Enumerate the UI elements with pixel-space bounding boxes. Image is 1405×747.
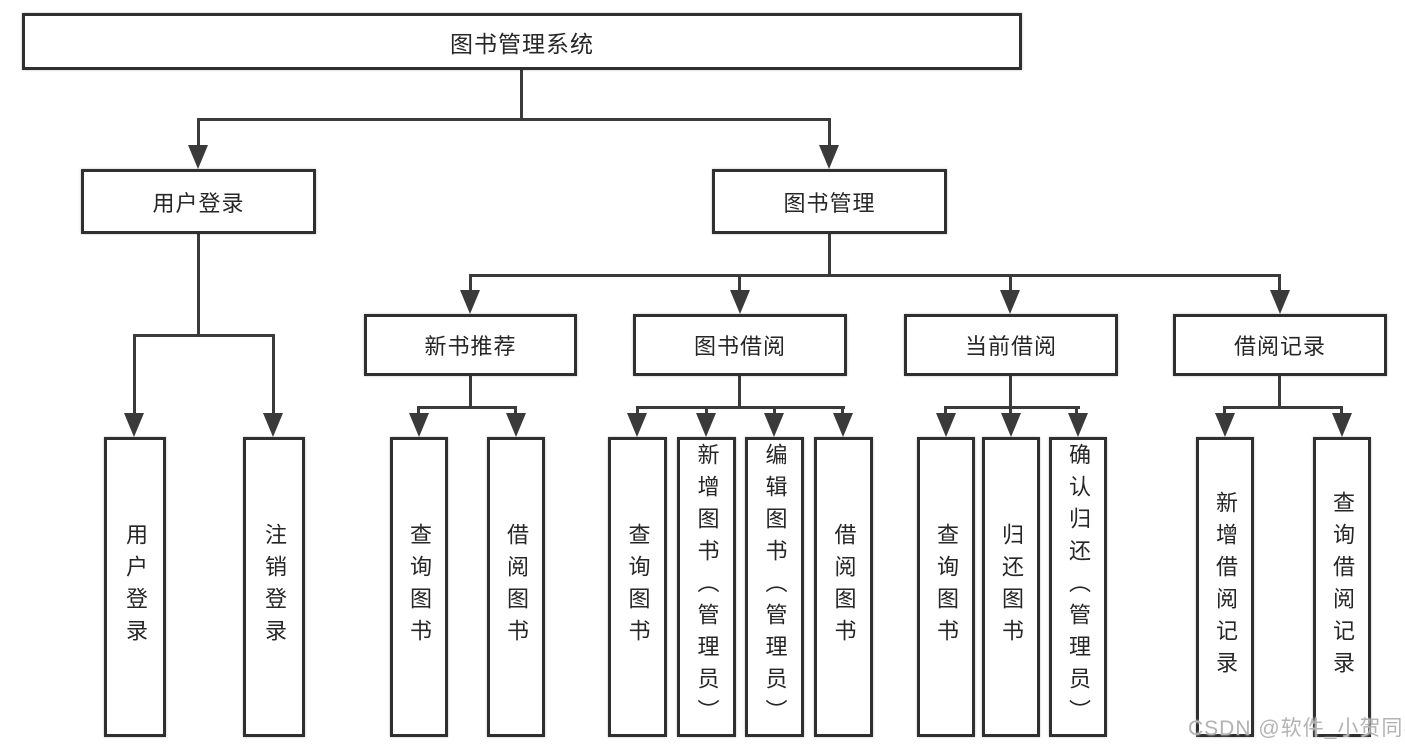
leaf-confirm-return-admin: 确认归还（管理员） <box>1049 437 1107 737</box>
node-user-login: 用户登录 <box>81 169 316 234</box>
node-book-borrowing: 图书借阅 <box>633 314 847 376</box>
connector-line <box>469 274 1281 277</box>
arrow-down-icon <box>1332 413 1352 437</box>
arrow-down-icon <box>188 145 208 169</box>
connector-line <box>1278 274 1281 296</box>
node-new-book-recommend: 新书推荐 <box>364 314 577 376</box>
connector-line <box>133 334 136 418</box>
arrow-down-icon <box>263 413 283 437</box>
connector-line <box>1340 406 1343 418</box>
leaf-edit-books-admin: 编辑图书（管理员） <box>745 437 804 737</box>
node-borrowing-records: 借阅记录 <box>1173 314 1387 376</box>
connector-line <box>1075 406 1078 418</box>
arrow-down-icon <box>730 290 750 314</box>
leaf-logout: 注销登录 <box>243 437 305 737</box>
arrow-down-icon <box>833 413 853 437</box>
connector-line <box>417 406 517 409</box>
connector-line <box>514 406 517 418</box>
arrow-down-icon <box>506 413 526 437</box>
leaf-return-books: 归还图书 <box>982 437 1040 737</box>
connector-line <box>773 406 776 418</box>
arrow-down-icon <box>696 413 716 437</box>
arrow-down-icon <box>936 413 956 437</box>
connector-line <box>469 274 472 296</box>
arrow-down-icon <box>1270 290 1290 314</box>
connector-line <box>1009 274 1012 296</box>
connector-line <box>636 406 639 418</box>
leaf-user-login: 用户登录 <box>104 437 166 737</box>
connector-line <box>417 406 420 418</box>
leaf-add-borrow-record: 新增借阅记录 <box>1196 437 1254 737</box>
connector-line <box>944 406 1080 409</box>
node-library-management-system: 图书管理系统 <box>22 13 1022 70</box>
leaf-search-books-recommend: 查询图书 <box>390 437 448 737</box>
connector-line <box>1278 375 1281 409</box>
arrow-down-icon <box>764 413 784 437</box>
connector-line <box>828 233 831 277</box>
connector-line <box>272 334 275 418</box>
leaf-add-books-admin: 新增图书（管理员） <box>677 437 736 737</box>
arrow-down-icon <box>627 413 647 437</box>
connector-line <box>705 406 708 418</box>
arrow-down-icon <box>1215 413 1235 437</box>
connector-line <box>828 118 831 151</box>
connector-line <box>1223 406 1226 418</box>
connector-line <box>738 274 741 296</box>
connector-line <box>944 406 947 418</box>
connector-line <box>738 375 741 409</box>
node-book-management: 图书管理 <box>712 169 947 234</box>
leaf-borrow-books-recommend: 借阅图书 <box>487 437 545 737</box>
connector-line <box>133 334 275 337</box>
arrow-down-icon <box>460 290 480 314</box>
connector-line <box>520 69 523 119</box>
connector-line <box>1009 375 1012 409</box>
csdn-watermark: CSDN @软件_小贺同学 <box>1188 717 1405 740</box>
connector-line <box>197 118 831 121</box>
arrow-down-icon <box>1000 290 1020 314</box>
connector-line <box>1009 406 1012 418</box>
node-current-borrowing: 当前借阅 <box>904 314 1118 376</box>
leaf-search-borrow-record: 查询借阅记录 <box>1313 437 1371 737</box>
leaf-search-books-current: 查询图书 <box>917 437 975 737</box>
arrow-down-icon <box>819 145 839 169</box>
connector-line <box>197 233 200 337</box>
connector-line <box>1223 406 1343 409</box>
arrow-down-icon <box>1001 413 1021 437</box>
leaf-borrow-books: 借阅图书 <box>814 437 873 737</box>
arrow-down-icon <box>409 413 429 437</box>
connector-line <box>469 375 472 409</box>
leaf-search-books: 查询图书 <box>608 437 667 737</box>
connector-line <box>841 406 844 418</box>
arrow-down-icon <box>124 413 144 437</box>
connector-line <box>197 118 200 151</box>
connector-line <box>636 406 845 409</box>
arrow-down-icon <box>1068 413 1088 437</box>
